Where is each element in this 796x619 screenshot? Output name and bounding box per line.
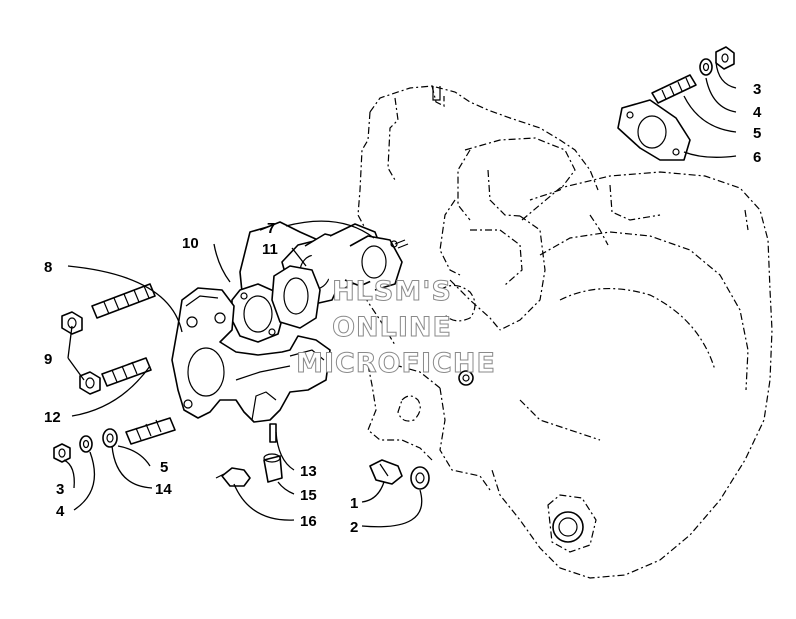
callout-7: 7	[267, 220, 275, 237]
callout-1: 1	[350, 495, 358, 512]
callout-5-upper: 5	[753, 125, 761, 142]
callout-15: 15	[300, 487, 317, 504]
leader-lines	[63, 61, 737, 528]
left-bottom-nut	[53, 443, 71, 463]
callout-5-lower: 5	[160, 459, 168, 476]
vent-cap	[263, 453, 283, 483]
callout-9: 9	[44, 351, 52, 368]
callout-6: 6	[753, 149, 761, 166]
engine-side-cover	[491, 171, 773, 579]
callout-16: 16	[300, 513, 317, 530]
left-upper-stud	[91, 283, 156, 319]
upper-nut	[715, 46, 735, 70]
watermark-line-1: HLSM'S	[332, 276, 452, 307]
callout-3-lower: 3	[56, 481, 64, 498]
left-lower-nut	[79, 371, 101, 395]
callout-10: 10	[182, 235, 199, 252]
left-flat-washer	[102, 428, 118, 448]
hose-clamp	[215, 467, 251, 487]
callout-4-upper: 4	[753, 104, 762, 121]
upper-gasket	[617, 99, 691, 161]
sealing-washer	[410, 466, 430, 490]
left-lower-stud	[101, 357, 152, 387]
intake-spacer	[271, 265, 321, 329]
callout-labels: 3 4 5 6 7 11 10 8 9 12 5 14 3 4 13 15 16…	[44, 81, 762, 536]
watermark-line-3: MICROFICHE	[296, 348, 496, 379]
callout-2: 2	[350, 519, 358, 536]
left-lock-washer	[79, 435, 93, 453]
callout-4-lower: 4	[56, 503, 65, 520]
callout-13: 13	[300, 463, 317, 480]
upper-lock-washer	[699, 58, 713, 76]
intake-manifold	[171, 287, 331, 423]
engine-block	[354, 85, 609, 491]
vent-nipple	[269, 423, 277, 443]
callout-8: 8	[44, 259, 52, 276]
callout-11: 11	[262, 241, 278, 258]
upper-stud	[651, 74, 697, 104]
watermark: HLSM'S ONLINE MICROFICHE	[296, 276, 496, 380]
callout-14: 14	[155, 481, 172, 498]
callout-12: 12	[44, 409, 61, 426]
fitting	[369, 459, 403, 485]
watermark-line-2: ONLINE	[332, 312, 452, 343]
callout-3-upper: 3	[753, 81, 761, 98]
left-bottom-stud	[125, 417, 176, 445]
